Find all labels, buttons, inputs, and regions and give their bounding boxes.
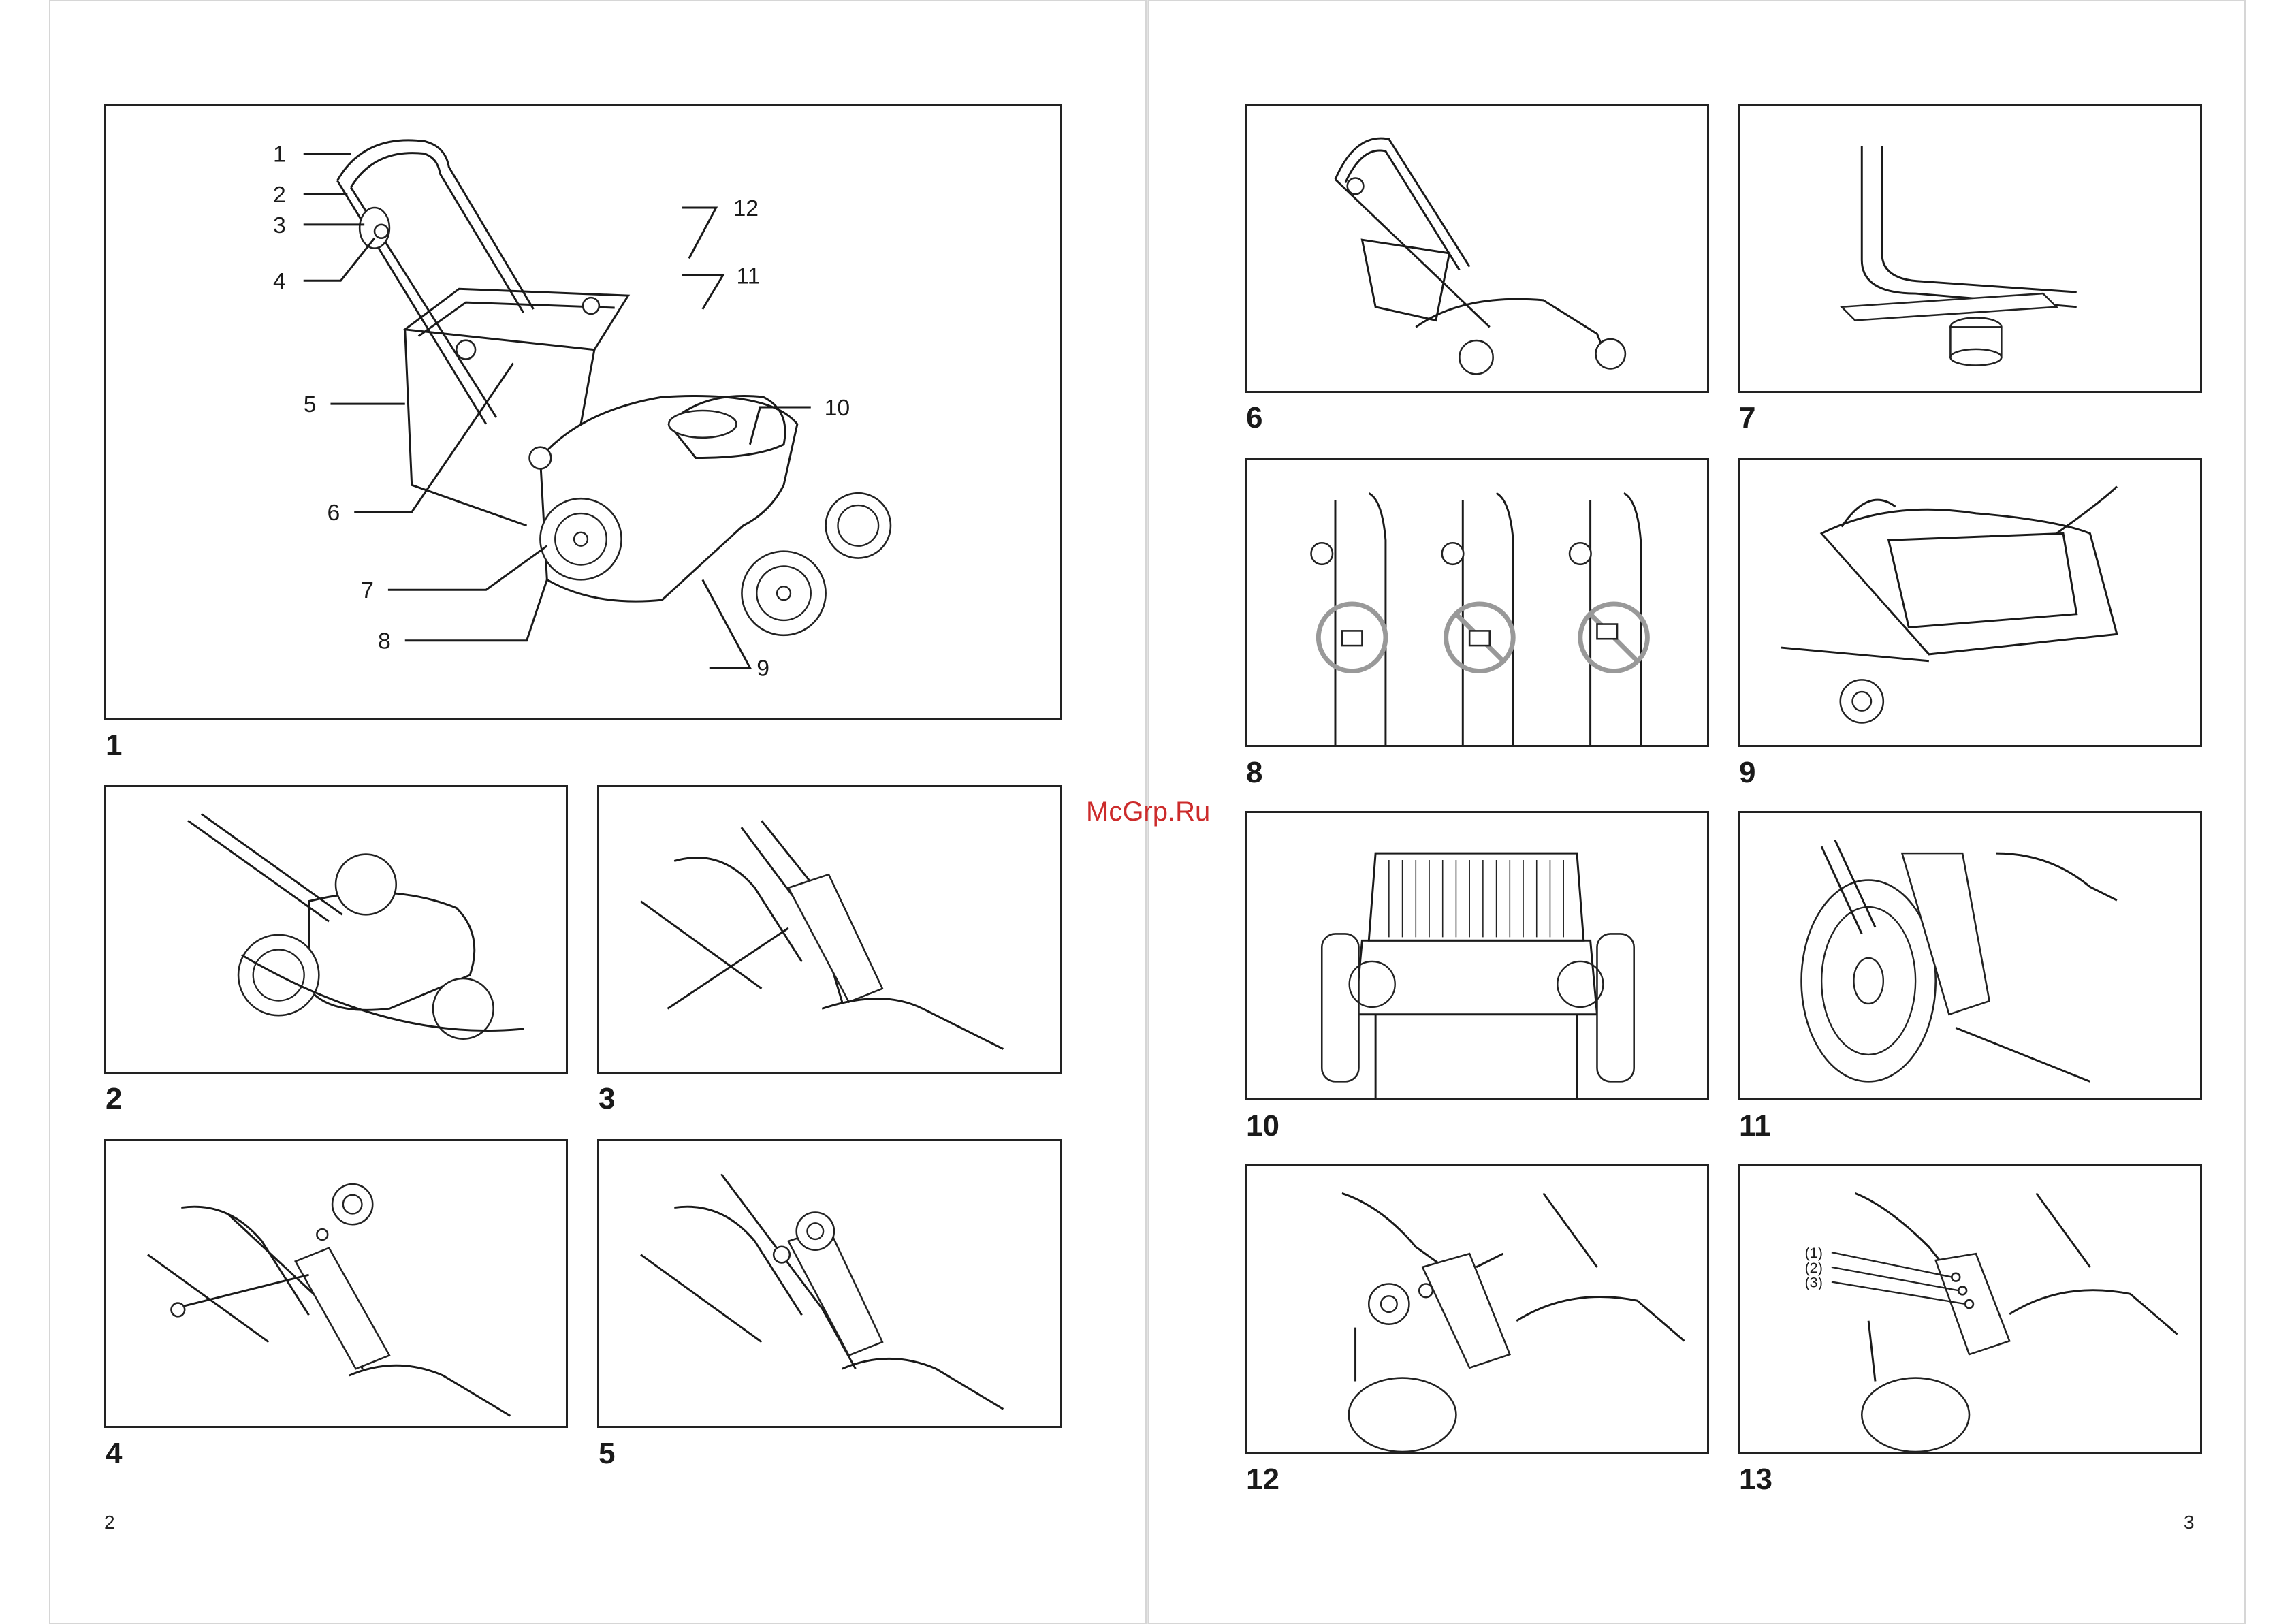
height-adjust-lever-illustration [1740,813,2200,1098]
callout-9: 9 [756,655,769,681]
figure-1-label: 1 [106,731,122,761]
figure-10-panel [1245,811,1709,1100]
figure-3-label: 3 [599,1084,615,1114]
figure-4-label: 4 [106,1439,122,1469]
figure-8-panel [1245,458,1709,747]
grass-box-rear-view-illustration [1247,813,1707,1098]
lever-position-settings-illustration: (1) (2) (3) [1740,1166,2200,1452]
lawnmower-overview-illustration: 1 2 3 4 5 6 7 8 9 10 11 12 [106,106,1060,718]
figure-3-panel [597,785,1062,1074]
callout-1: 1 [273,141,286,167]
figure-11-label: 11 [1739,1111,1771,1141]
callout-12: 12 [733,195,759,221]
figure-4-panel [104,1139,568,1428]
figure-5-label: 5 [599,1439,615,1469]
figure-12-panel [1245,1164,1709,1454]
figure-2-panel [104,785,568,1074]
figure-6-panel [1245,104,1709,393]
bolt-and-knob-illustration [106,1141,566,1426]
assembled-mower-illustration [1247,106,1707,391]
knob-underside-illustration [1740,106,2200,391]
callout-6: 6 [328,500,340,526]
callout-4: 4 [273,268,286,294]
callout-11: 11 [736,263,760,289]
callout-10: 10 [825,395,850,421]
figure-1-panel: 1 2 3 4 5 6 7 8 9 10 11 12 [104,104,1062,720]
watermark-text: McGrp.Ru [1086,797,1210,827]
figure-9-panel [1738,458,2202,747]
callout-5: 5 [304,392,317,417]
figure-9-label: 9 [1739,758,1755,788]
page-number-right: 3 [2184,1512,2195,1533]
figure-2-label: 2 [106,1084,122,1114]
callout-position-3: (3) [1804,1273,1823,1290]
figure-10-label: 10 [1246,1111,1279,1141]
callout-8: 8 [378,628,391,654]
mower-handle-detail-illustration [106,787,566,1072]
figure-6-label: 6 [1246,403,1262,433]
grass-box-installation-illustration [1740,460,2200,745]
lever-bracket-bolt-illustration [1247,1166,1707,1452]
callout-2: 2 [273,182,286,208]
knob-tightened-illustration [599,1141,1060,1426]
figure-12-label: 12 [1246,1465,1279,1495]
handle-attachment-illustration [599,787,1060,1072]
figure-13-panel: (1) (2) (3) [1738,1164,2202,1454]
page-number-left: 2 [104,1512,115,1533]
figure-8-label: 8 [1246,758,1262,788]
callout-7: 7 [361,577,374,603]
figure-7-label: 7 [1739,403,1755,433]
figure-7-panel [1738,104,2202,393]
cable-clip-positions-illustration [1247,460,1707,745]
callout-3: 3 [273,212,286,238]
figure-5-panel [597,1139,1062,1428]
figure-11-panel [1738,811,2202,1100]
figure-13-label: 13 [1739,1465,1772,1495]
